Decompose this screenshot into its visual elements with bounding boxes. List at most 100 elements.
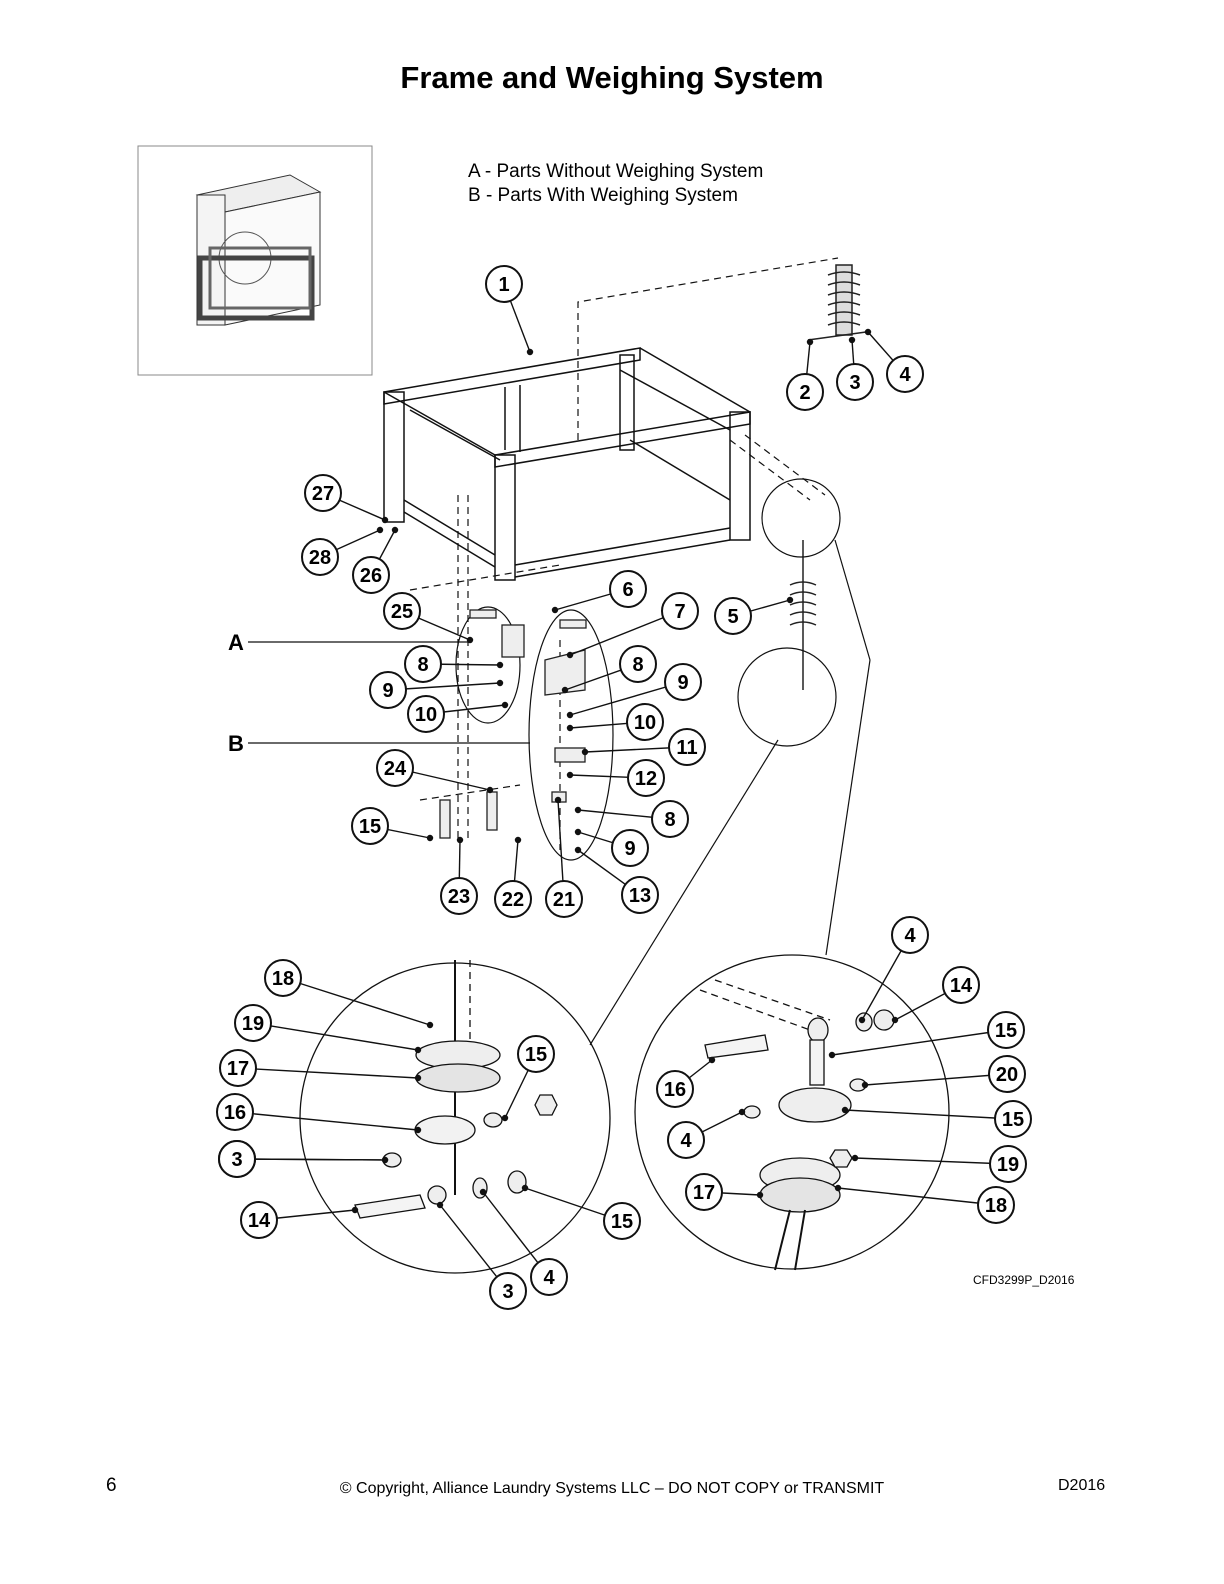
callout-circle: [216, 1093, 254, 1131]
callout-number: 13: [629, 885, 651, 907]
callout-4: 4: [530, 1258, 568, 1296]
callout-leader: [831, 1029, 1007, 1056]
callout-circle: [661, 592, 699, 630]
callout-number: 15: [995, 1020, 1017, 1042]
callout-6: 6: [609, 570, 647, 608]
callout-19: 19: [234, 1004, 272, 1042]
detail-circles-small: [455, 478, 871, 1046]
callout-circle: [994, 1100, 1032, 1138]
callout-circle: [656, 1070, 694, 1108]
callout-circle: [651, 800, 689, 838]
callout-arrowhead: [414, 1126, 422, 1134]
callout-circle: [685, 1173, 723, 1211]
callout-15: 15: [994, 1100, 1032, 1138]
callout-leaders: [234, 283, 1014, 1292]
callout-circle: [440, 877, 478, 915]
callout-10: 10: [407, 695, 445, 733]
callout-circle: [264, 959, 302, 997]
callout-8: 8: [619, 645, 657, 683]
callout-circle: [714, 597, 752, 635]
callout-number: 8: [664, 809, 675, 831]
callout-circle: [545, 880, 583, 918]
callout-circle: [786, 373, 824, 411]
callout-arrowhead: [496, 679, 504, 687]
callout-number: 28: [309, 547, 331, 569]
callout-15: 15: [987, 1011, 1025, 1049]
callout-number: 9: [677, 672, 688, 694]
callout-circle: [234, 1004, 272, 1042]
callout-arrowhead: [381, 516, 389, 524]
callout-number: 20: [996, 1064, 1018, 1086]
callout-circle: [942, 966, 980, 1004]
callout-circle: [383, 592, 421, 630]
callout-4: 4: [891, 916, 929, 954]
callout-arrowhead: [708, 1056, 716, 1064]
callout-number: 10: [415, 704, 437, 726]
callout-7: 7: [661, 592, 699, 630]
callout-arrowhead: [574, 806, 582, 814]
callout-15: 15: [603, 1202, 641, 1240]
callout-circle: [489, 1272, 527, 1310]
page-title: Frame and Weighing System: [400, 60, 824, 95]
callout-circle: [517, 1035, 555, 1073]
callout-leader: [569, 681, 684, 716]
callout-leader: [234, 1111, 419, 1131]
bracket-parts: [439, 609, 587, 839]
callout-circle: [218, 1140, 256, 1178]
callout-number: 3: [849, 372, 860, 394]
callout-4: 4: [886, 355, 924, 393]
callout-number: 27: [312, 483, 334, 505]
callout-19: 19: [989, 1145, 1027, 1183]
page-number: 6: [106, 1475, 117, 1496]
callout-circle: [621, 876, 659, 914]
callout-2: 2: [786, 373, 824, 411]
drawing-code: CFD3299P_D2016: [973, 1273, 1075, 1287]
callout-arrowhead: [566, 711, 574, 719]
callout-circle: [240, 1201, 278, 1239]
callout-circle: [626, 703, 664, 741]
callout-17: 17: [219, 1049, 257, 1087]
callout-arrowhead: [858, 1016, 866, 1024]
callout-14: 14: [240, 1201, 278, 1239]
callout-arrowhead: [501, 701, 509, 709]
legend-item-a: A - Parts Without Weighing System: [468, 161, 764, 182]
callout-arrowhead: [414, 1074, 422, 1082]
callout-number: 7: [674, 601, 685, 623]
callout-arrowhead: [561, 686, 569, 694]
callout-15: 15: [351, 807, 389, 845]
callout-leader: [237, 1067, 419, 1079]
callout-number: 18: [985, 1195, 1007, 1217]
callout-circle: [352, 556, 390, 594]
callout-number: 3: [231, 1149, 242, 1171]
callout-arrowhead: [581, 748, 589, 756]
callout-arrowhead: [466, 636, 474, 644]
callout-circle: [668, 728, 706, 766]
main-frame: [383, 347, 751, 581]
callout-20: 20: [988, 1055, 1026, 1093]
callout-3: 3: [218, 1140, 256, 1178]
callout-arrowhead: [851, 1154, 859, 1162]
callout-21: 21: [545, 880, 583, 918]
callout-number: 15: [525, 1044, 547, 1066]
callout-5: 5: [714, 597, 752, 635]
copyright-notice: © Copyright, Alliance Laundry Systems LL…: [339, 1480, 885, 1497]
callout-circle: [989, 1145, 1027, 1183]
callout-arrowhead: [554, 796, 562, 804]
callout-circle: [886, 355, 924, 393]
callout-circle: [891, 916, 929, 954]
callout-arrowhead: [738, 1108, 746, 1116]
spring-assembly-middle: [789, 540, 817, 690]
callout-circle: [494, 880, 532, 918]
spring-assembly-top: [807, 264, 867, 341]
dashed-guides: [409, 257, 839, 850]
callout-number: 9: [624, 838, 635, 860]
callout-circle: [664, 663, 702, 701]
callout-arrowhead: [436, 1201, 444, 1209]
callout-number: 9: [382, 680, 393, 702]
callout-15: 15: [517, 1035, 555, 1073]
callout-number: 16: [224, 1102, 246, 1124]
callout-arrowhead: [756, 1191, 764, 1199]
callout-4: 4: [667, 1121, 705, 1159]
callout-arrowhead: [806, 338, 814, 346]
